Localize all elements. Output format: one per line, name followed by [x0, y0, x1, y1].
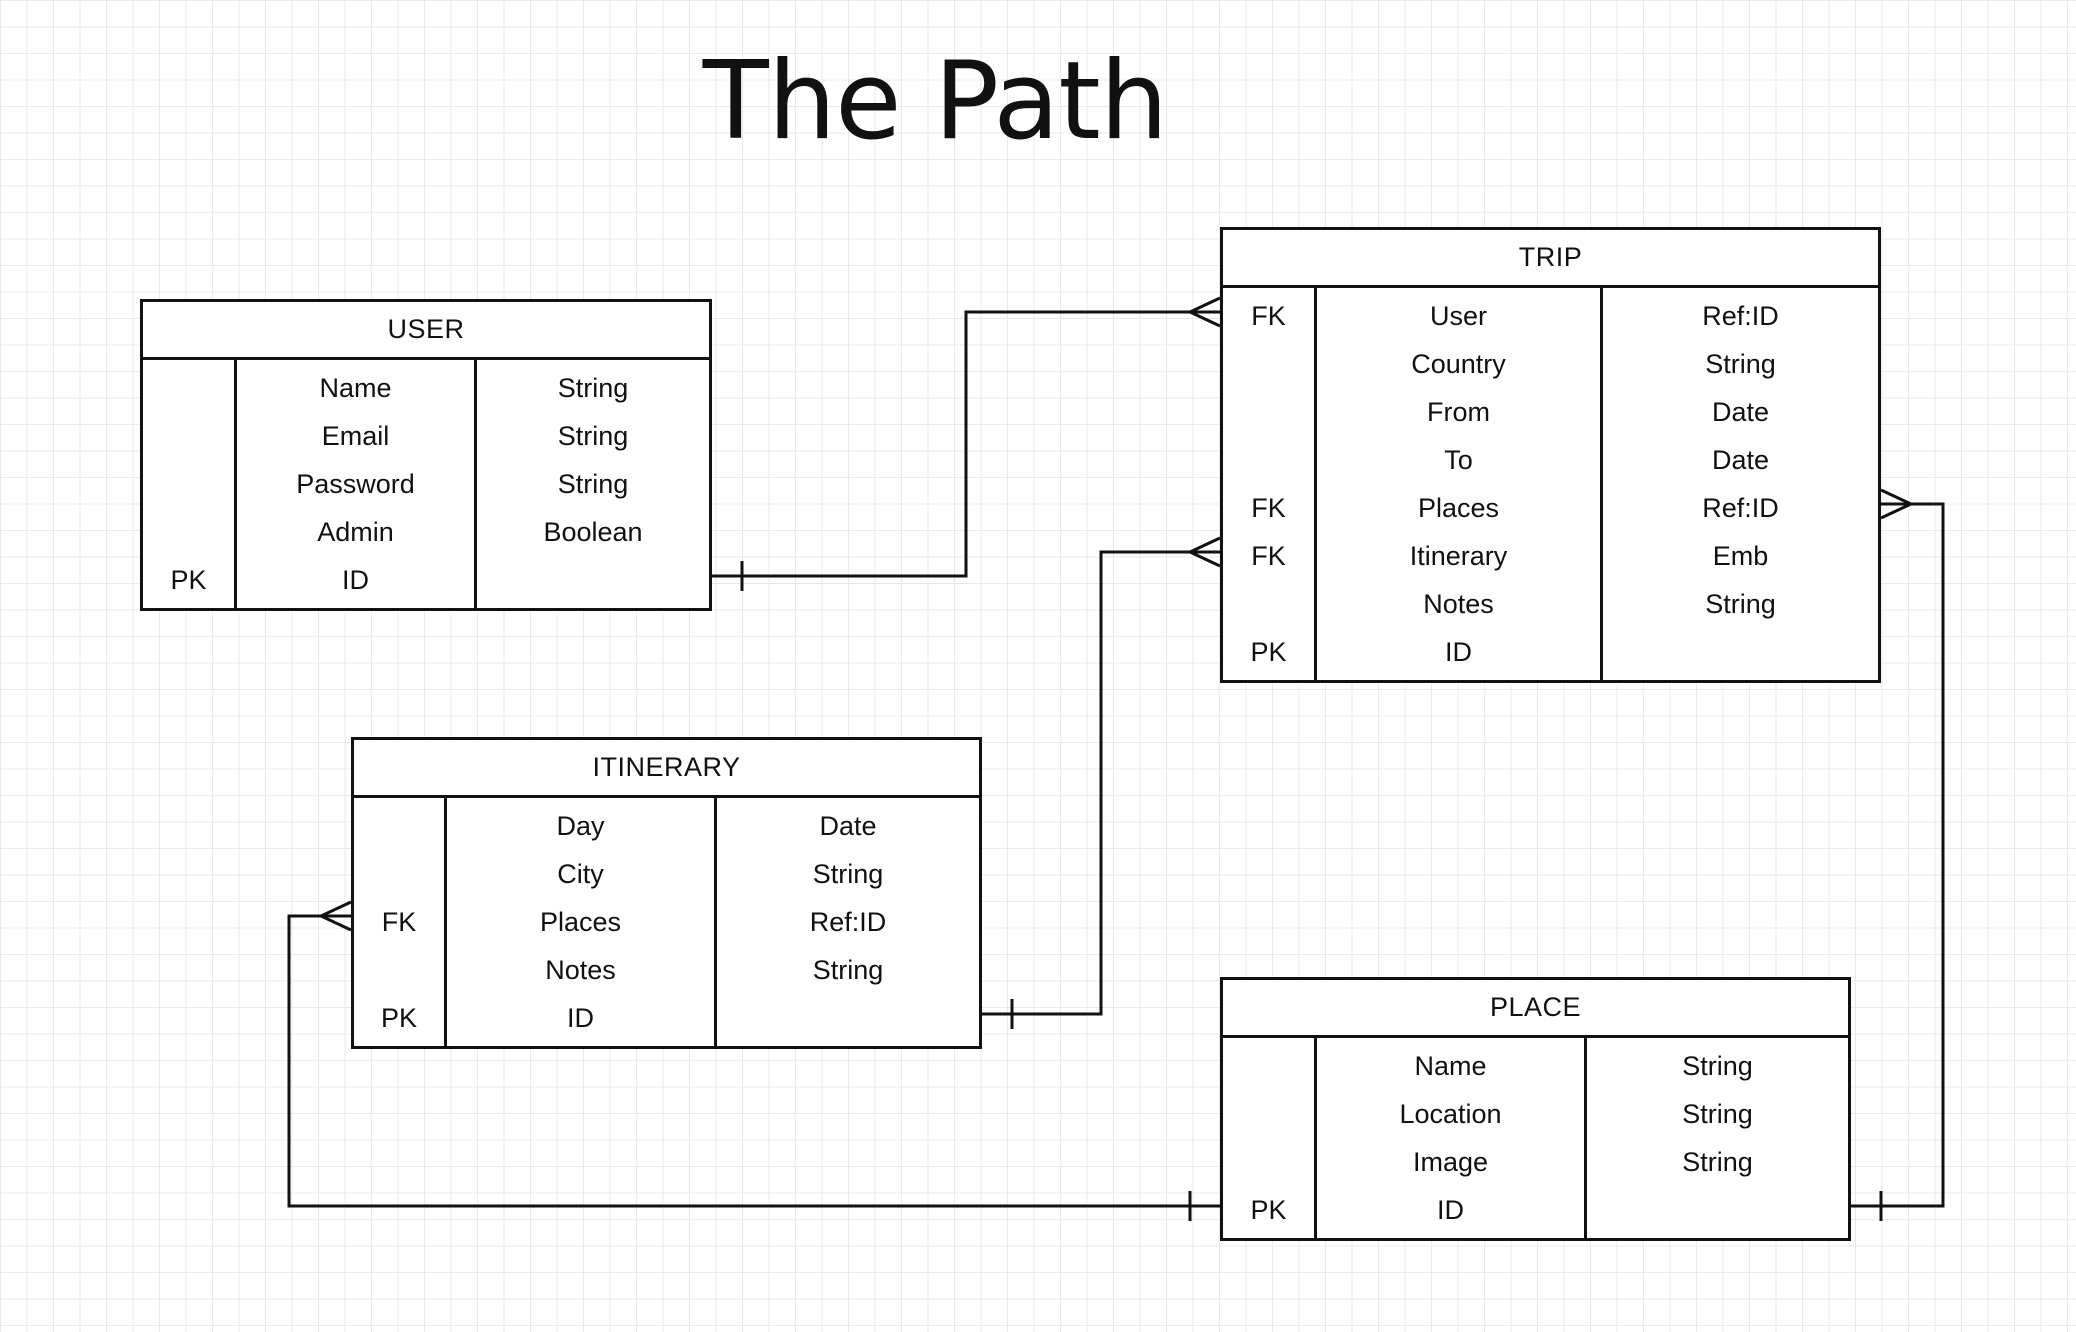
- key-cell: PK: [1250, 1194, 1287, 1225]
- type-cell: String: [557, 372, 629, 403]
- crowfoot-marker: [1880, 488, 1912, 520]
- connector-place-trip: [1851, 488, 1945, 1221]
- key-cell: [354, 850, 444, 898]
- diagram-title: The Path: [702, 39, 1168, 164]
- key-cell: [1223, 580, 1314, 628]
- key-cell: [354, 802, 444, 850]
- type-cell: Date: [819, 810, 877, 841]
- field-cell: Location: [1399, 1098, 1502, 1129]
- type-cell: Emb: [1712, 540, 1769, 571]
- type-cell: [1603, 628, 1878, 676]
- connector-itinerary-trip: [982, 536, 1221, 1029]
- type-cell: String: [812, 858, 884, 889]
- type-cell: Boolean: [543, 516, 643, 547]
- key-column: PK: [143, 360, 234, 608]
- type-cell: String: [557, 420, 629, 451]
- type-cell: [717, 994, 979, 1042]
- key-cell: [143, 364, 234, 412]
- type-cell: [1587, 1186, 1848, 1234]
- field-cell: Itinerary: [1409, 540, 1508, 571]
- type-cell: String: [812, 954, 884, 985]
- type-cell: Date: [1711, 396, 1770, 427]
- type-cell: String: [1682, 1146, 1753, 1177]
- key-cell: [1223, 340, 1314, 388]
- key-cell: [1223, 436, 1314, 484]
- key-cell: FK: [381, 906, 417, 937]
- key-cell: FK: [1251, 492, 1286, 523]
- key-column: PK: [1223, 1038, 1314, 1238]
- field-cell: ID: [1437, 1194, 1464, 1225]
- field-cell: Day: [556, 810, 605, 841]
- field-cell: Places: [539, 906, 622, 937]
- type-cell: Ref:ID: [1702, 492, 1779, 523]
- entity-header: TRIP: [1223, 230, 1878, 288]
- field-cell: ID: [342, 564, 369, 595]
- entity-header: PLACE: [1223, 980, 1848, 1038]
- type-cell: String: [1705, 348, 1776, 379]
- type-cell: String: [1682, 1098, 1753, 1129]
- type-cell: [477, 556, 709, 604]
- field-cell: ID: [1445, 636, 1472, 667]
- connector-user-trip: [712, 296, 1221, 591]
- field-cell: Name: [319, 372, 392, 403]
- entity-user[interactable]: USER PK Name Email Password Admin ID Str…: [140, 299, 712, 611]
- type-cell: String: [1682, 1050, 1753, 1081]
- connector-place-itinerary: [287, 900, 1220, 1221]
- field-cell: Admin: [317, 516, 394, 547]
- entity-place[interactable]: PLACE PK Name Location Image ID String S…: [1220, 977, 1851, 1241]
- entity-header: ITINERARY: [354, 740, 979, 798]
- type-column: Ref:ID String Date Date Ref:ID Emb Strin…: [1600, 288, 1878, 680]
- field-cell: To: [1444, 444, 1473, 475]
- key-cell: FK: [1251, 540, 1286, 571]
- field-cell: Notes: [1423, 588, 1494, 619]
- key-cell: [143, 508, 234, 556]
- field-cell: Email: [321, 420, 390, 451]
- crowfoot-marker: [320, 900, 352, 932]
- type-cell: Ref:ID: [809, 906, 887, 937]
- key-cell: PK: [1250, 636, 1287, 667]
- field-cell: City: [557, 858, 604, 889]
- crowfoot-marker: [1189, 296, 1221, 328]
- field-cell: Notes: [545, 954, 616, 985]
- type-cell: String: [1705, 588, 1776, 619]
- type-column: Date String Ref:ID String: [714, 798, 979, 1046]
- field-cell: User: [1429, 300, 1487, 331]
- field-cell: Name: [1414, 1050, 1487, 1081]
- type-column: String String String Boolean: [474, 360, 709, 608]
- key-cell: [1223, 388, 1314, 436]
- type-cell: Date: [1711, 444, 1770, 475]
- key-cell: [1223, 1138, 1314, 1186]
- key-cell: [1223, 1042, 1314, 1090]
- entity-header: USER: [143, 302, 709, 360]
- field-column: Name Email Password Admin ID: [234, 360, 474, 608]
- field-cell: ID: [567, 1002, 594, 1033]
- field-cell: Country: [1411, 348, 1506, 379]
- key-column: FK FK FK PK: [1223, 288, 1314, 680]
- field-cell: Image: [1412, 1146, 1489, 1177]
- type-column: String String String: [1584, 1038, 1848, 1238]
- field-cell: Password: [296, 468, 415, 499]
- key-cell: [1223, 1090, 1314, 1138]
- entity-itinerary[interactable]: ITINERARY FK PK Day City Places Notes ID…: [351, 737, 982, 1049]
- key-cell: FK: [1251, 300, 1286, 331]
- field-cell: Places: [1417, 492, 1500, 523]
- type-cell: Ref:ID: [1702, 300, 1779, 331]
- key-cell: [143, 460, 234, 508]
- field-cell: From: [1427, 396, 1490, 427]
- entity-trip[interactable]: TRIP FK FK FK PK User Country From To Pl…: [1220, 227, 1881, 683]
- key-cell: [354, 946, 444, 994]
- key-cell: PK: [170, 564, 207, 595]
- field-column: User Country From To Places Itinerary No…: [1314, 288, 1600, 680]
- key-cell: [143, 412, 234, 460]
- type-cell: String: [557, 468, 629, 499]
- crowfoot-marker: [1189, 536, 1221, 568]
- key-column: FK PK: [354, 798, 444, 1046]
- field-column: Name Location Image ID: [1314, 1038, 1584, 1238]
- key-cell: PK: [380, 1002, 418, 1033]
- field-column: Day City Places Notes ID: [444, 798, 714, 1046]
